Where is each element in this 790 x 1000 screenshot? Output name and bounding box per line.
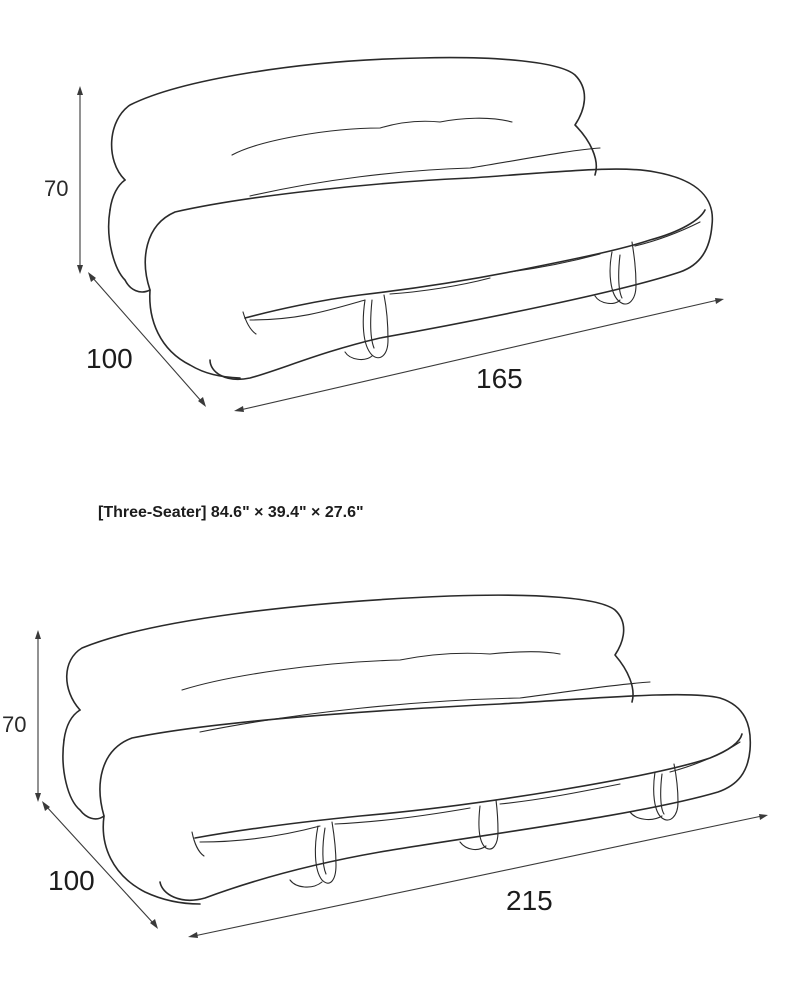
seat-front-edge (244, 209, 706, 319)
front-tufting (199, 741, 741, 843)
seat-outline (107, 168, 714, 380)
depth-arrow-top (42, 801, 50, 811)
width-arrow-left (188, 932, 198, 938)
right-strap (594, 241, 637, 305)
width-label: 215 (506, 885, 553, 916)
width-dim-line (239, 299, 719, 411)
two-seater-diagram: 70 100 165 (0, 0, 790, 470)
backrest-tufting (231, 117, 513, 156)
depth-label: 100 (48, 865, 95, 896)
depth-arrow-bottom (150, 919, 158, 929)
backrest-outline (66, 594, 634, 711)
front-tufting (249, 221, 701, 321)
seat-side (102, 815, 201, 905)
depth-dim-line (91, 276, 203, 403)
dimension-caption: [Three-Seater] 84.6" × 39.4" × 27.6" (98, 504, 364, 521)
three-seater-diagram: 70 100 215 (0, 560, 790, 1000)
depth-arrow-bottom (198, 397, 206, 407)
seat-top-line (199, 681, 651, 733)
left-leg-hint (242, 311, 257, 335)
height-arrow-bottom (77, 265, 83, 274)
seat-front-edge (194, 733, 743, 839)
width-label: 165 (476, 363, 523, 394)
three-seater-drawing: 70 100 215 (2, 594, 768, 938)
width-arrow-right (715, 298, 724, 304)
middle-strap (459, 799, 499, 851)
right-strap (629, 763, 679, 821)
height-label: 70 (44, 176, 68, 201)
seat-top-line (249, 147, 601, 197)
height-arrow-bottom (35, 793, 41, 802)
width-arrow-left (234, 406, 244, 412)
width-dim-line (193, 815, 763, 937)
backrest-lower-curve (63, 709, 81, 741)
left-leg-hint (191, 831, 205, 857)
seat-side (149, 289, 241, 379)
height-label: 70 (2, 712, 26, 737)
depth-dim-line (45, 805, 155, 925)
left-strap (289, 821, 337, 888)
left-strap (344, 294, 389, 361)
two-seater-drawing: 70 100 165 (44, 56, 724, 412)
width-arrow-right (759, 814, 768, 820)
backrest-tufting (181, 651, 561, 691)
seat-outline (62, 693, 752, 901)
height-arrow-top (35, 630, 41, 639)
backrest-lower-curve (109, 179, 126, 211)
depth-label: 100 (86, 343, 133, 374)
depth-arrow-top (88, 272, 96, 282)
height-arrow-top (77, 86, 83, 95)
backrest-outline (110, 56, 597, 181)
